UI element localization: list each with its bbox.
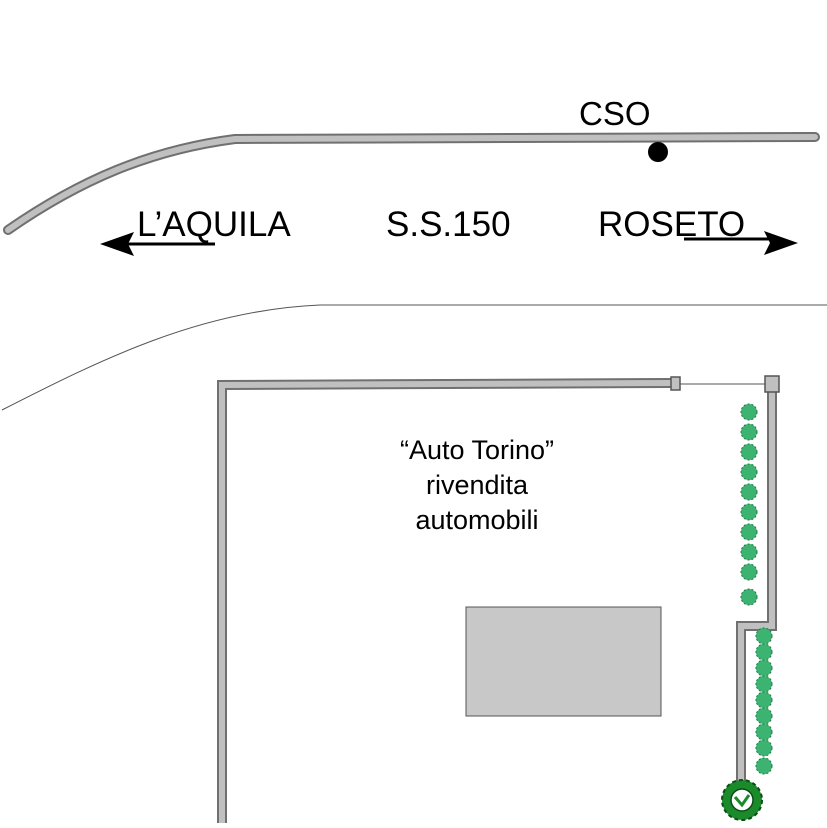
dealer-category: automobili <box>415 505 539 535</box>
gate <box>670 375 780 393</box>
building <box>465 606 662 717</box>
direction-right-label: ROSETO <box>598 205 746 244</box>
tree-icon <box>721 779 763 821</box>
arrow-left-icon <box>100 232 215 256</box>
road-ss150 <box>3 132 820 235</box>
road-name-label: S.S.150 <box>386 205 511 244</box>
property-boundary <box>217 378 777 823</box>
dealer-label: “Auto Torino” rivendita automobili <box>357 433 597 538</box>
hedge-lower <box>755 627 773 775</box>
dealer-type: rivendita <box>425 470 529 500</box>
arrow-right-icon <box>684 231 798 255</box>
cso-label: CSO <box>579 95 651 132</box>
dealer-name: “Auto Torino” <box>399 435 555 465</box>
direction-left-label: L’AQUILA <box>137 205 291 244</box>
hedge-upper <box>740 403 758 606</box>
road-edge-curve <box>1 304 827 411</box>
cso-marker <box>648 142 668 162</box>
